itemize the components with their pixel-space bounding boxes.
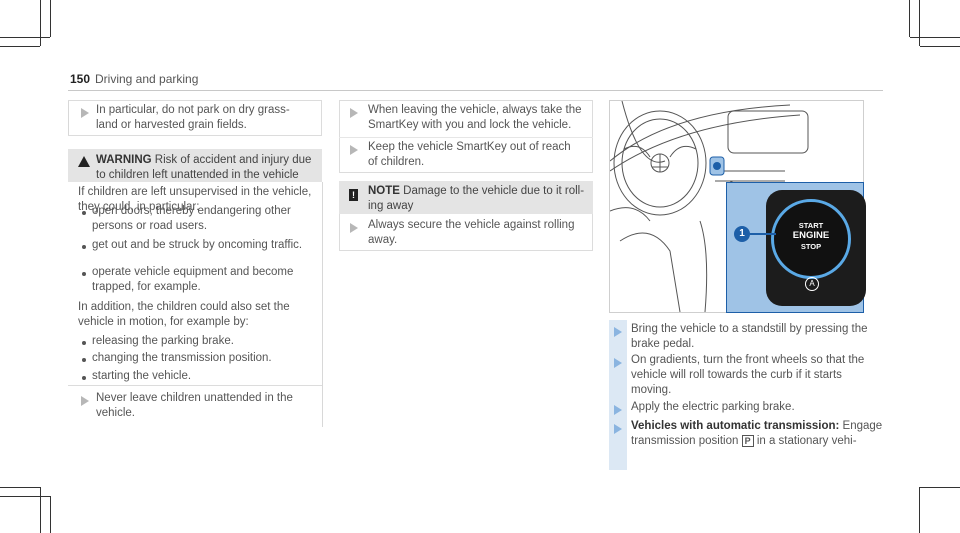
step-divider (339, 137, 593, 138)
bullet-text: get out and be struck by oncoming traffi… (92, 239, 303, 251)
column-divider (322, 182, 323, 427)
step-divider (68, 385, 322, 386)
step-text: Bring the vehicle to a standstill by pre… (631, 323, 868, 350)
note-icon: ! (349, 189, 358, 201)
step-text: On gradients, turn the front wheels so t… (631, 354, 865, 396)
warning-body: If children are left unsupervised in the… (78, 186, 312, 213)
step-arrow-icon (614, 327, 622, 337)
crop-mark (0, 496, 50, 497)
step-text: Vehicles with automatic transmission: En… (631, 420, 883, 447)
bullet-text: changing the transmission position. (92, 352, 272, 364)
warning-header-bar (68, 149, 322, 182)
step-arrow-icon (350, 223, 358, 233)
crop-mark (0, 37, 50, 38)
bullet-text: operate vehicle equipment and become tra… (92, 266, 294, 293)
callout-line (750, 233, 776, 235)
section-title: Driving and parking (95, 72, 199, 86)
crop-mark (40, 0, 41, 46)
warning-title: WARNING Risk of accident and injury due … (96, 154, 312, 181)
warning-icon (78, 156, 90, 167)
step-gutter (609, 320, 627, 470)
crop-mark (0, 46, 40, 47)
page-number: 150 (70, 72, 91, 86)
crop-mark (909, 0, 910, 37)
step-arrow-icon (350, 108, 358, 118)
step-text: When leaving the vehicle, always take th… (368, 104, 582, 131)
bullet (82, 272, 86, 276)
step-heading: Vehicles with automatic transmission: (631, 420, 840, 432)
gear-p-symbol: P (741, 435, 754, 447)
step-text: Keep the vehicle SmartKey out of reach o… (368, 141, 571, 168)
crop-mark (920, 46, 960, 47)
crop-mark (40, 487, 41, 533)
start-stop-button: START ENGINE STOP (771, 199, 851, 279)
bullet-text: open doors, thereby endangering other pe… (92, 205, 291, 232)
step-arrow-icon (81, 396, 89, 406)
step-arrow-icon (614, 405, 622, 415)
step-arrow-icon (614, 358, 622, 368)
crop-mark (920, 487, 960, 488)
step-box (339, 214, 593, 251)
crop-mark (910, 37, 960, 38)
crop-mark (50, 0, 51, 37)
crop-mark (50, 496, 51, 533)
crop-mark (919, 0, 920, 46)
warning-label: WARNING (96, 154, 152, 166)
steering-wheel-illustration (610, 101, 809, 312)
step-text: In particular, do not park on dry grass-… (96, 104, 290, 131)
bullet-text: releasing the parking brake. (92, 335, 234, 347)
note-title: NOTE Damage to the vehicle due to it rol… (368, 185, 585, 212)
callout-badge: 1 (734, 226, 750, 242)
step-arrow-icon (81, 108, 89, 118)
auto-start-stop-icon: A (805, 277, 819, 291)
bullet (82, 341, 86, 345)
step-box (68, 100, 322, 136)
step-text: Never leave children unattended in the v… (96, 392, 293, 419)
bullet (82, 376, 86, 380)
warning-body: In addition, the children could also set… (78, 301, 290, 328)
step-text: Apply the electric parking brake. (631, 401, 795, 413)
column-divider (68, 100, 69, 136)
header-rule (68, 90, 883, 91)
step-arrow-icon (350, 145, 358, 155)
bullet (82, 358, 86, 362)
note-header-bar (339, 181, 593, 214)
step-text: Always secure the vehicle against rollin… (368, 219, 575, 246)
step-arrow-icon (614, 424, 622, 434)
step-box (339, 100, 593, 173)
bullet (82, 211, 86, 215)
crop-mark (919, 487, 920, 533)
bullet-text: starting the vehicle. (92, 370, 192, 382)
bullet (82, 245, 86, 249)
note-label: NOTE (368, 185, 400, 197)
crop-mark (0, 487, 40, 488)
